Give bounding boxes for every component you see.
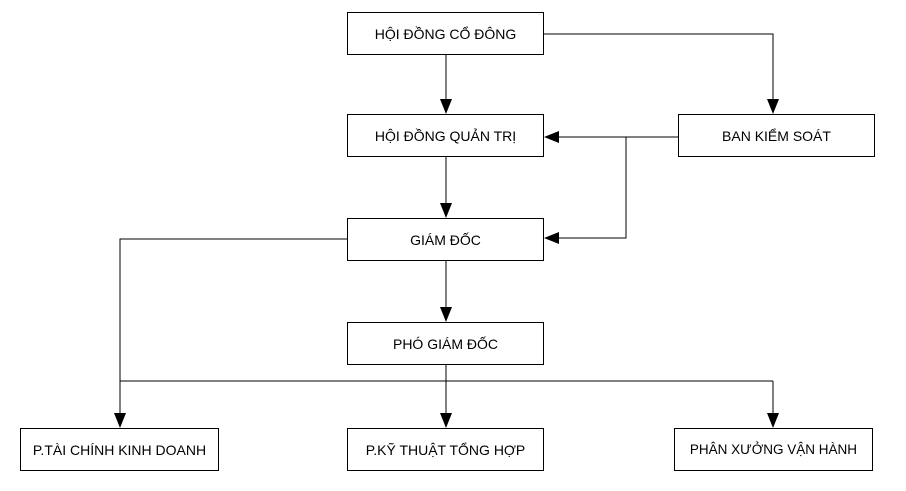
node-deputy-director-label: PHÓ GIÁM ĐỐC [392, 335, 498, 352]
node-board-label: HỘI ĐỒNG QUẢN TRỊ [374, 127, 517, 144]
arrowhead-finance [114, 413, 126, 428]
arrowhead-deputy [440, 307, 452, 322]
node-shareholders-label: HỘI ĐỒNG CỔ ĐÔNG [374, 25, 517, 42]
node-supervisory-label: BAN KIỂM SOÁT [722, 127, 831, 144]
node-director: GIÁM ĐỐC [347, 218, 544, 261]
node-technical-dept: P.KỸ THUẬT TỔNG HỢP [347, 428, 544, 471]
connector-director-finance [119, 238, 347, 414]
node-operations-workshop-label: PHÂN XƯỞNG VẬN HÀNH [689, 442, 858, 457]
arrowhead-board-left [544, 131, 559, 143]
node-finance-dept-label: P.TÀI CHÍNH KINH DOANH [32, 441, 207, 458]
connector-shareholders-supervisory [544, 33, 774, 100]
node-supervisory: BAN KIỂM SOÁT [678, 114, 875, 157]
node-technical-dept-label: P.KỸ THUẬT TỔNG HỢP [365, 441, 526, 458]
node-board: HỘI ĐỒNG QUẢN TRỊ [347, 114, 544, 157]
node-deputy-director: PHÓ GIÁM ĐỐC [347, 322, 544, 365]
node-finance-dept: P.TÀI CHÍNH KINH DOANH [20, 428, 219, 471]
arrowhead-workshop [767, 413, 779, 428]
arrowhead-director-right [544, 232, 559, 244]
arrowhead-supervisory [767, 99, 779, 114]
node-director-label: GIÁM ĐỐC [410, 231, 481, 248]
connector-supervisory-director [558, 137, 627, 239]
node-operations-workshop: PHÂN XƯỞNG VẬN HÀNH [674, 428, 873, 471]
arrowhead-board [440, 99, 452, 114]
arrowhead-director [440, 203, 452, 218]
node-shareholders: HỘI ĐỒNG CỔ ĐÔNG [347, 12, 544, 55]
arrowhead-technical [440, 413, 452, 428]
